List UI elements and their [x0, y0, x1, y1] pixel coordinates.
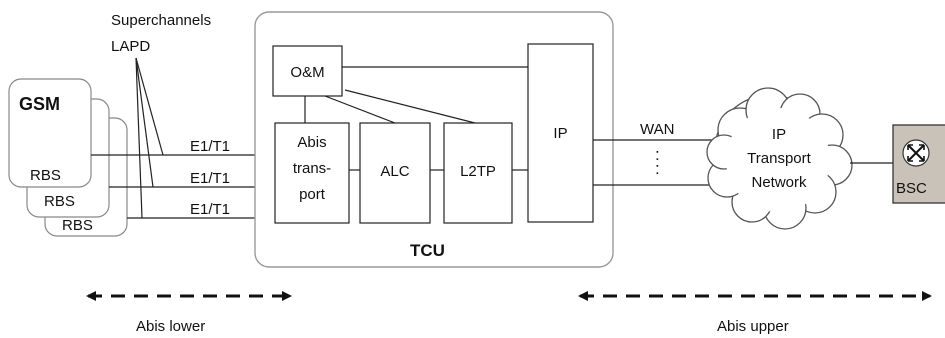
- bsc-label: BSC: [896, 180, 927, 197]
- rbs-label-1: RBS: [30, 167, 61, 184]
- abis-transport-line2: trans-: [293, 160, 331, 177]
- abis-transport-line1: Abis: [297, 134, 326, 151]
- wan-links: [593, 139, 722, 186]
- abis-transport-box: [274, 122, 350, 224]
- tcu-label: TCU: [410, 241, 445, 260]
- rbs-label-2: RBS: [44, 193, 75, 210]
- abis-upper-label: Abis upper: [717, 318, 789, 335]
- wan-label: WAN: [640, 121, 674, 138]
- abis-transport-line3: port: [299, 186, 326, 203]
- ip-network-line1: IP: [772, 126, 786, 143]
- ip-transport-network-cloud: IP Transport Network: [706, 87, 853, 230]
- om-box: [272, 45, 343, 97]
- alc-label: ALC: [380, 163, 409, 180]
- e1t1-label-2: E1/T1: [190, 170, 230, 187]
- om-label: O&M: [290, 64, 324, 81]
- ip-network-line2: Transport: [747, 150, 811, 167]
- e1t1-links: [91, 154, 275, 219]
- lapd-label: LAPD: [111, 38, 150, 55]
- wan-ellipsis-2: :: [655, 159, 660, 178]
- l2tp-box: [443, 122, 513, 224]
- superchannel-fan-lines: [135, 57, 164, 219]
- e1t1-label-3: E1/T1: [190, 201, 230, 218]
- wan-ellipsis-1: :: [655, 145, 660, 164]
- ip-box: [527, 43, 594, 223]
- crossed-arrows-icon: [902, 139, 930, 167]
- tcu-internal-connections: [304, 66, 528, 171]
- abis-lower-label: Abis lower: [136, 318, 205, 335]
- alc-box: [359, 122, 431, 224]
- bsc-node: BSC: [892, 124, 945, 204]
- rbs-stack: GSM RBS RBS RBS: [8, 78, 128, 237]
- rbs-label-3: RBS: [62, 217, 93, 234]
- rbs-box-1: [8, 78, 92, 188]
- e1t1-label-1: E1/T1: [190, 138, 230, 155]
- ip-network-line3: Network: [751, 174, 807, 191]
- l2tp-label: L2TP: [460, 163, 496, 180]
- gsm-label: GSM: [19, 94, 60, 114]
- superchannels-label: Superchannels: [111, 12, 211, 29]
- ip-label: IP: [553, 125, 567, 142]
